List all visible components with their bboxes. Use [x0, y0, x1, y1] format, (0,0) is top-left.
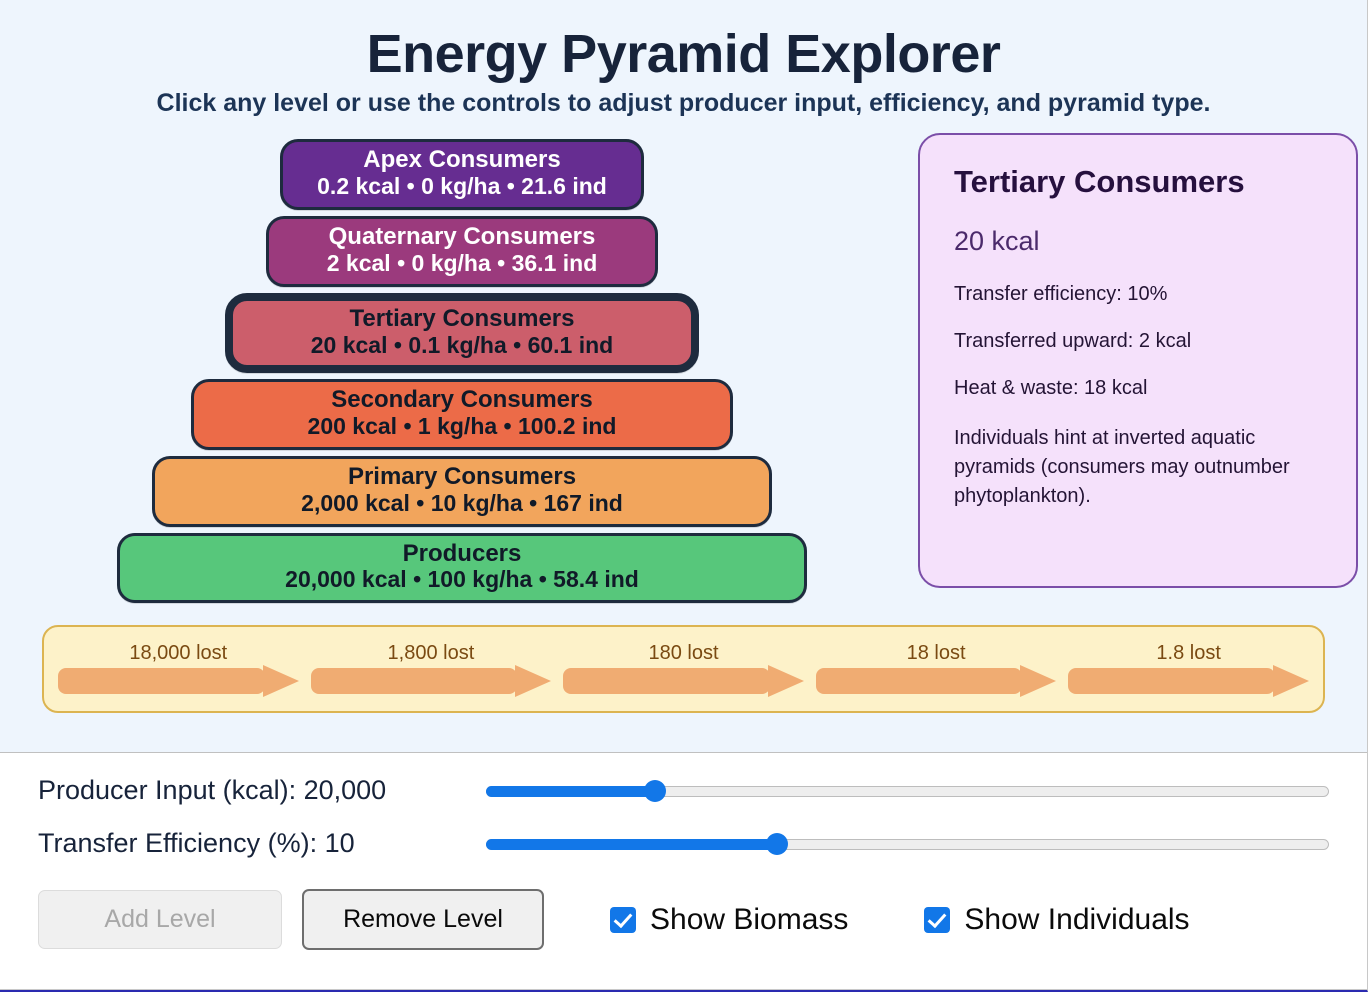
energy-loss-arrow-icon: [815, 664, 1057, 697]
pyramid-level-name: Producers: [402, 539, 522, 567]
info-panel-note: Individuals hint at inverted aquatic pyr…: [954, 426, 1290, 507]
pyramid-level-stats: 20 kcal • 0.1 kg/ha • 60.1 ind: [310, 331, 614, 358]
slider-fill: [486, 785, 655, 797]
page-title: Energy Pyramid Explorer: [366, 24, 1001, 84]
add-level-button[interactable]: Add Level: [38, 890, 282, 949]
energy-loss-step-0: 18,000 lost: [52, 641, 305, 697]
slider-thumb[interactable]: [765, 832, 788, 855]
info-transferred-upward: Transferred upward: 2 kcal: [954, 329, 1192, 352]
show-biomass-toggle[interactable]: Show Biomass: [610, 903, 848, 937]
producer-input-slider[interactable]: [486, 779, 1329, 802]
pyramid-level-name: Primary Consumers: [347, 462, 577, 490]
energy-loss-label: 180 lost: [648, 641, 719, 664]
checkbox-icon[interactable]: [610, 906, 636, 933]
info-heat-waste: Heat & waste: 18 kcal: [954, 376, 1148, 399]
pyramid-level-stats: 20,000 kcal • 100 kg/ha • 58.4 ind: [285, 566, 639, 593]
energy-loss-arrow-icon: [58, 664, 299, 697]
page-subtitle: Click any level or use the controls to a…: [156, 88, 1211, 117]
transfer-efficiency-slider[interactable]: [486, 832, 1329, 855]
show-individuals-label: Show Individuals: [964, 902, 1190, 936]
transfer-efficiency-row: Transfer Efficiency (%): 10: [38, 828, 1329, 859]
pyramid-level-stats: 0.2 kcal • 0 kg/ha • 21.6 ind: [317, 173, 607, 200]
pyramid-level-name: Quaternary Consumers: [328, 223, 596, 251]
show-individuals-toggle[interactable]: Show Individuals: [924, 902, 1190, 937]
energy-loss-step-1: 1,800 lost: [305, 641, 558, 697]
producer-input-label: Producer Input (kcal): 20,000: [38, 775, 387, 805]
energy-loss-arrow-icon: [563, 664, 804, 697]
energy-loss-label: 18,000 lost: [129, 641, 228, 664]
slider-fill: [486, 838, 777, 850]
transfer-efficiency-label: Transfer Efficiency (%): 10: [38, 828, 355, 858]
pyramid-level-stats: 200 kcal • 1 kg/ha • 100.2 ind: [307, 413, 617, 440]
level-info-panel: Tertiary Consumers 20 kcal Transfer effi…: [918, 133, 1358, 589]
producer-input-row: Producer Input (kcal): 20,000: [38, 775, 1329, 806]
pyramid-level-name: Secondary Consumers: [331, 386, 593, 414]
checkbox-icon[interactable]: [924, 906, 951, 933]
energy-loss-label: 1,800 lost: [387, 641, 475, 664]
show-biomass-label: Show Biomass: [650, 902, 849, 936]
info-panel-title: Tertiary Consumers: [954, 164, 1245, 200]
pyramid-level-name: Tertiary Consumers: [349, 304, 575, 332]
visualization-pane: Energy Pyramid Explorer Click any level …: [0, 0, 1367, 753]
button-row: Add Level Remove Level Show Biomass Show…: [38, 889, 1329, 950]
energy-loss-label: 18 lost: [906, 641, 966, 664]
pyramid-level-stats: 2 kcal • 0 kg/ha • 36.1 ind: [326, 249, 598, 276]
pyramid-level-stats: 2,000 kcal • 10 kg/ha • 167 ind: [301, 489, 623, 516]
info-panel-energy: 20 kcal: [954, 225, 1040, 256]
energy-loss-arrow-icon: [310, 664, 552, 697]
controls-pane: Producer Input (kcal): 20,000 Transfer E…: [0, 753, 1367, 990]
energy-loss-step-4: 1.8 lost: [1062, 641, 1315, 697]
remove-level-button[interactable]: Remove Level: [302, 889, 544, 950]
energy-loss-label: 1.8 lost: [1156, 641, 1221, 664]
energy-loss-arrow-icon: [1068, 664, 1309, 697]
energy-loss-step-3: 18 lost: [810, 641, 1063, 697]
pyramid-level-name: Apex Consumers: [363, 146, 561, 174]
energy-loss-step-2: 180 lost: [557, 641, 810, 697]
info-transfer-efficiency: Transfer efficiency: 10%: [954, 282, 1168, 305]
slider-thumb[interactable]: [643, 779, 666, 802]
energy-loss-bar: 18,000 lost 1,800 lost 180 lost 18 lost 1.8 …: [42, 625, 1325, 714]
